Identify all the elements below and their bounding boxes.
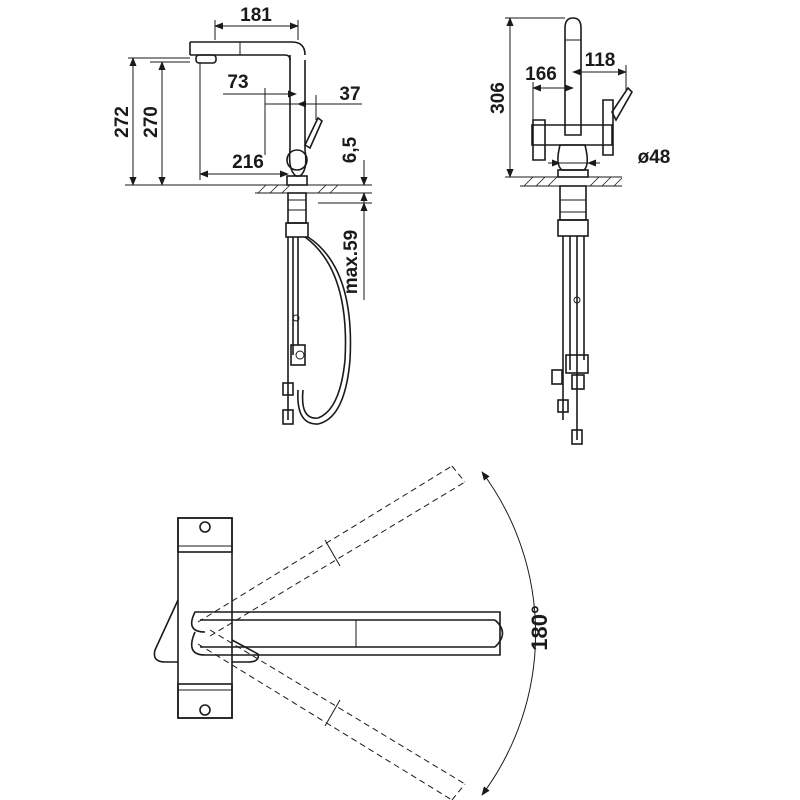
dim-total-height-label: 272 (112, 106, 133, 138)
side-view: 181 272 270 73 37 216 6,5 max.59 (112, 5, 372, 425)
dim-spout-projection-label: 216 (232, 152, 264, 173)
swivel-angle-label: 180° (527, 605, 552, 651)
dim-reach-label: 181 (240, 5, 272, 26)
dim-max-counter-label: max.59 (341, 230, 362, 294)
dim-front-height-label: 306 (488, 82, 509, 114)
top-view: 180° (153, 465, 552, 800)
spout-swing-lower (197, 629, 466, 800)
spout-center (190, 611, 504, 656)
handle-loop (153, 599, 179, 663)
dim-front-left-label: 166 (525, 64, 557, 85)
supply-hoses-front (551, 185, 589, 445)
dim-front-right-label: 118 (585, 50, 616, 71)
faucet-body-front (531, 17, 633, 178)
countertop-hatch (255, 184, 345, 194)
dim-spout-height-label: 270 (141, 106, 162, 138)
dim-deck-thickness-label: 6,5 (340, 136, 361, 163)
mounting-plate (177, 517, 233, 719)
swivel-arc (481, 471, 537, 796)
dim-handle-width-label: 37 (339, 84, 360, 105)
countertop-hatch-front (520, 176, 623, 187)
spout-swing-upper (197, 465, 466, 637)
dim-handle-offset-label: 73 (227, 72, 248, 93)
faucet-body-side (189, 41, 323, 186)
dim-base-diameter-label: ø48 (638, 147, 671, 168)
supply-hoses-side (282, 192, 352, 425)
front-view: 306 166 118 ø48 (488, 17, 671, 445)
